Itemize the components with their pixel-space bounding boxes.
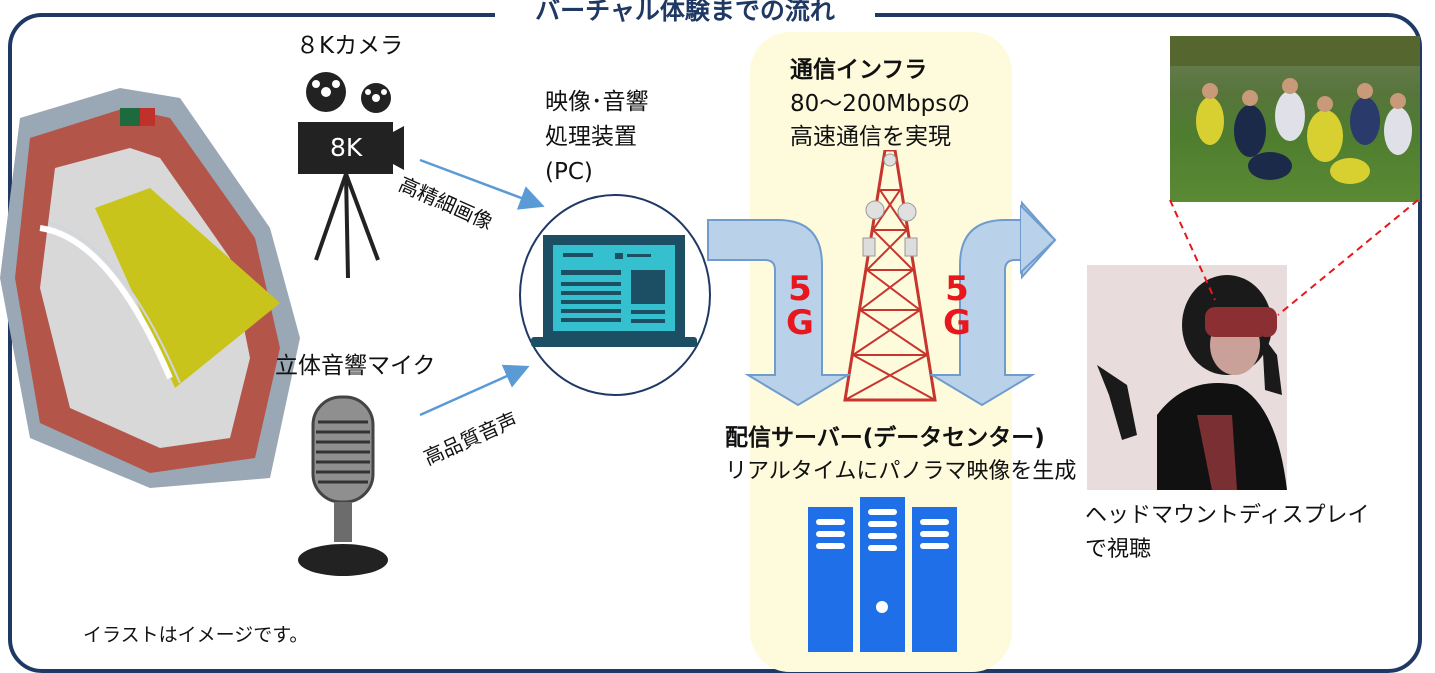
5g-label-right-g: G [943, 303, 971, 343]
5g-arrows [707, 200, 1057, 407]
mic-label: 立体音響マイク [275, 353, 436, 379]
diagram-title: バーチャル体験までの流れ [495, 0, 875, 28]
hmd-label-line1: ヘッドマウントディスプレイ [1085, 503, 1370, 528]
hmd-viewer-image [1087, 265, 1287, 490]
pc-label-line3: (PC) [545, 159, 593, 185]
view-dashed-lines [1169, 199, 1419, 316]
input-arrows [419, 158, 545, 417]
5g-label-left-5: 5 [788, 269, 812, 309]
camera-icon [298, 72, 404, 279]
infra-title: 通信インフラ [790, 57, 928, 83]
cell-tower-icon [843, 150, 937, 402]
server-title: 配信サーバー(データセンター) [725, 425, 1045, 451]
infra-line1: 80～200Mbpsの [790, 91, 971, 117]
hmd-label-line2: で視聴 [1085, 537, 1152, 562]
microphone-icon [298, 395, 388, 576]
pc-label-line2: 処理装置 [545, 124, 637, 150]
output-arrowhead [1020, 205, 1057, 275]
pc-label-line1: 映像･音響 [545, 89, 649, 115]
server-desc: リアルタイムにパノラマ映像を生成 [725, 459, 1077, 484]
camera-8k-badge: 8K [330, 133, 363, 162]
camera-label: ８Kカメラ [296, 33, 404, 59]
infra-line2: 高速通信を実現 [790, 124, 951, 150]
stadium-illustration [0, 88, 300, 488]
server-icon [808, 497, 957, 652]
5g-label-left-g: G [786, 303, 814, 343]
pc-laptop-icon [519, 194, 711, 396]
5g-label-right-5: 5 [945, 269, 969, 309]
rugby-photo [1170, 36, 1420, 202]
illustration-note: イラストはイメージです。 [83, 624, 309, 646]
